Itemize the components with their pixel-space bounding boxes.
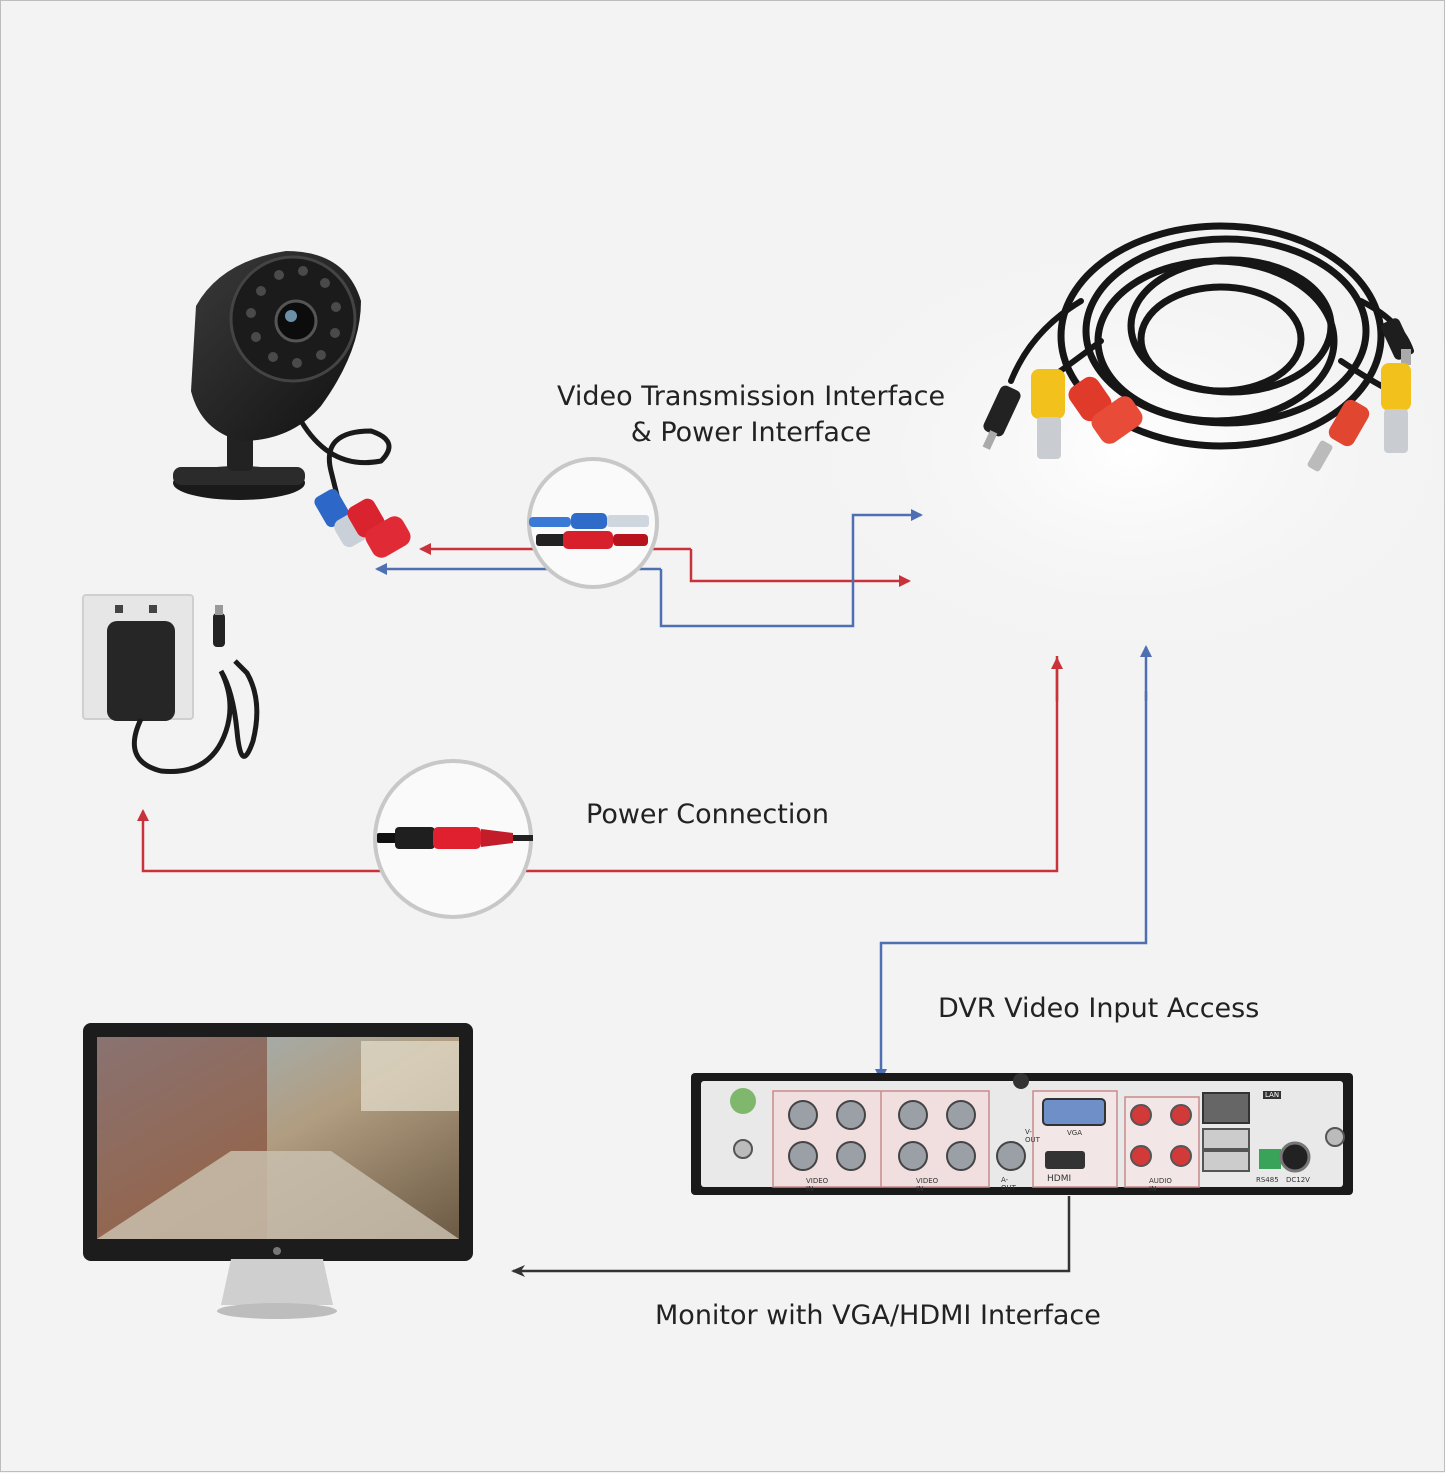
video-transmission-label-line1: Video Transmission Interface — [557, 381, 946, 412]
power-adapter — [82, 594, 260, 774]
dvr-label-video-in-1: VIDEO IN — [806, 1177, 829, 1193]
dvr-label-hdmi: HDMI — [1047, 1174, 1072, 1184]
dvr-recorder — [691, 1073, 1353, 1195]
dvr-label-audio-in: AUDIO IN — [1149, 1177, 1172, 1193]
dvr-label-vout: V-OUT — [1025, 1128, 1040, 1144]
monitor-line — [511, 1196, 1071, 1277]
power-line-adapter — [137, 656, 1059, 873]
connector-zoom-circle — [527, 457, 659, 589]
background-glow — [771, 221, 1445, 681]
power-line-camera — [689, 549, 911, 587]
dvr-label-lan: LAN — [1263, 1091, 1282, 1099]
monitor-interface-label: Monitor with VGA/HDMI Interface — [655, 1300, 1101, 1331]
dvr-label-dc12v: DC12V — [1286, 1176, 1310, 1184]
dvr-label-video-in-2: VIDEO IN — [916, 1177, 939, 1193]
power-connection-label: Power Connection — [586, 799, 829, 830]
bnc-cable-coil — [1008, 222, 1414, 450]
dvr-label-rs485: RS485 — [1256, 1176, 1279, 1184]
security-camera — [173, 251, 411, 558]
video-transmission-label-line2: & Power Interface — [630, 417, 872, 448]
video-transmission-label: Video Transmission Interface & Power Int… — [557, 379, 945, 451]
bnc-cable-connectors — [982, 318, 1413, 472]
dvr-label-vga: VGA — [1067, 1129, 1083, 1137]
dvr-label-aout: A-OUT — [1001, 1176, 1016, 1192]
power-plug-zoom-circle — [373, 759, 533, 919]
dvr-video-input-label: DVR Video Input Access — [938, 993, 1260, 1024]
monitor — [83, 1023, 473, 1319]
video-line-dvr — [875, 691, 1148, 1081]
video-line-camera — [659, 509, 923, 628]
